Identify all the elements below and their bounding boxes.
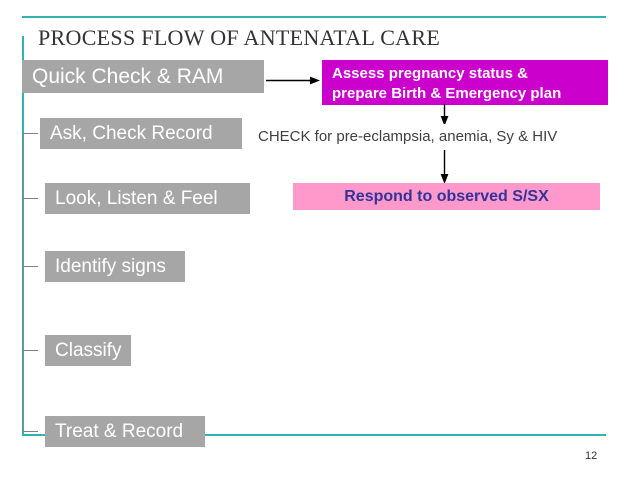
bottom-divider	[22, 434, 606, 436]
step-look-listen-feel: Look, Listen & Feel	[45, 183, 250, 214]
arrow-right-icon	[266, 76, 320, 85]
connector-tick-identify	[22, 266, 38, 267]
respond-observed-box: Respond to observed S/SX	[293, 183, 600, 210]
flow-spine	[22, 133, 23, 431]
assess-pregnancy-box: Assess pregnancy status & prepare Birth …	[322, 60, 608, 105]
top-divider	[22, 16, 606, 18]
connector-tick-look	[22, 198, 38, 199]
connector-tick-ask	[22, 133, 38, 134]
assess-line-1: Assess pregnancy status &	[332, 65, 528, 82]
step-classify: Classify	[45, 335, 131, 366]
step-quick-check-ram: Quick Check & RAM	[22, 60, 264, 93]
arrow-down-icon-1	[440, 104, 449, 126]
step-identify-signs: Identify signs	[45, 251, 185, 282]
step-ask-check-record: Ask, Check Record	[40, 118, 242, 149]
connector-tick-treat	[22, 431, 38, 432]
assess-line-2: prepare Birth & Emergency plan	[332, 85, 562, 102]
left-divider	[22, 36, 24, 436]
page-title: PROCESS FLOW OF ANTENATAL CARE	[38, 25, 441, 50]
check-preeclampsia-text: CHECK for pre-eclampsia, anemia, Sy & HI…	[258, 124, 618, 150]
page-number: 12	[585, 450, 598, 462]
connector-tick-classify	[22, 350, 38, 351]
arrow-down-icon-2	[440, 150, 449, 184]
step-treat-record: Treat & Record	[45, 416, 205, 447]
